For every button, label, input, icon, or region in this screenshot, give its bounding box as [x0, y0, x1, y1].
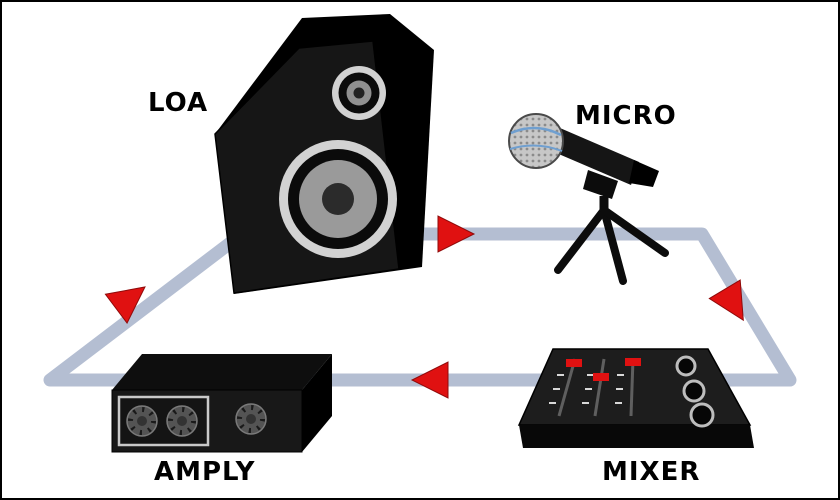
microphone-icon — [508, 113, 669, 285]
amplifier-icon — [111, 354, 332, 453]
speaker-icon — [214, 14, 434, 294]
arrowheads — [104, 215, 744, 399]
mixer-faders — [566, 358, 641, 381]
label-mixer: MIXER — [602, 457, 701, 487]
amp-knob-1 — [126, 405, 158, 437]
label-loa: LOA — [148, 88, 209, 118]
mixer-icon — [517, 348, 754, 448]
arrow-micro-to-mixer — [708, 279, 744, 322]
mixer-scale-ticks — [549, 374, 624, 404]
arrow-loa-to-micro — [437, 215, 476, 253]
arrow-mixer-to-amply — [410, 361, 449, 399]
amp-knob-2 — [166, 405, 198, 437]
amp-knob-3 — [235, 403, 267, 435]
mic-stand — [554, 170, 669, 285]
label-micro: MICRO — [575, 101, 677, 131]
mixer-knobs — [675, 355, 715, 428]
arrow-amply-to-loa — [104, 286, 146, 324]
signal-loop-path — [43, 227, 797, 387]
label-amply: AMPLY — [154, 457, 256, 487]
